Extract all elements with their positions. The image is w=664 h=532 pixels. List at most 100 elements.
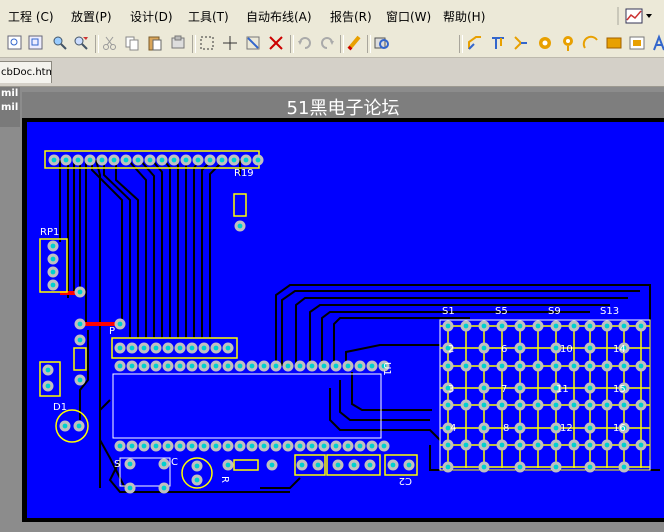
- label-k7: 7: [501, 384, 507, 395]
- pad-hole: [553, 425, 559, 431]
- zoom-filtered-icon[interactable]: [72, 34, 90, 52]
- pad-hole: [285, 443, 291, 449]
- pad-hole: [77, 321, 83, 327]
- pad-hole: [50, 256, 56, 262]
- board-title-bar: 51黑电子论坛: [22, 92, 664, 119]
- undo-icon[interactable]: [296, 34, 314, 52]
- label-r19: R19: [234, 168, 254, 179]
- deselect-icon[interactable]: [244, 34, 262, 52]
- zoom-fit-icon[interactable]: [6, 34, 24, 52]
- label-k8: 8: [503, 423, 509, 434]
- pad-hole: [571, 402, 577, 408]
- differential-pair-icon[interactable]: [512, 34, 530, 52]
- browse-components-icon[interactable]: [373, 34, 391, 52]
- zoom-selected-icon[interactable]: [51, 34, 69, 52]
- pad-hole: [499, 402, 505, 408]
- pad-hole: [123, 157, 129, 163]
- pad-hole: [189, 345, 195, 351]
- pad-hole: [213, 443, 219, 449]
- copy-icon[interactable]: [123, 34, 141, 52]
- pad-hole: [269, 462, 275, 468]
- pad-hole: [117, 345, 123, 351]
- pad-hole: [237, 443, 243, 449]
- select-area-icon[interactable]: [198, 34, 216, 52]
- menu-place[interactable]: 放置(P): [71, 10, 112, 24]
- fill-icon[interactable]: [605, 34, 623, 52]
- menu-autoroute[interactable]: 自动布线(A): [246, 10, 312, 24]
- label-s9: S9: [548, 306, 561, 317]
- redo-icon[interactable]: [318, 34, 336, 52]
- pad-hole: [213, 345, 219, 351]
- menu-reports[interactable]: 报告(R): [330, 10, 372, 24]
- zoom-area-icon[interactable]: [27, 34, 45, 52]
- pad-hole: [50, 282, 56, 288]
- pad-hole: [299, 462, 305, 468]
- label-r: R: [219, 476, 230, 483]
- label-k11: 11: [556, 384, 569, 395]
- pad-icon[interactable]: [536, 34, 554, 52]
- pad-hole: [445, 425, 451, 431]
- chart-dropdown-icon[interactable]: [616, 4, 664, 28]
- pad-hole: [553, 385, 559, 391]
- pad-hole: [390, 462, 396, 468]
- rubber-stamp-icon[interactable]: [169, 34, 187, 52]
- pad-hole: [111, 157, 117, 163]
- pad-hole: [604, 363, 610, 369]
- pad-hole: [255, 157, 261, 163]
- pad-hole: [621, 363, 627, 369]
- pad-hole: [351, 462, 357, 468]
- side-panel-line-1: mil: [1, 88, 19, 99]
- pad-hole: [357, 443, 363, 449]
- menu-project[interactable]: 工程 (C): [8, 10, 54, 24]
- polygon-pour-icon[interactable]: [628, 34, 646, 52]
- pad-hole: [321, 363, 327, 369]
- silkscreen-layer: [39, 150, 418, 489]
- pad-hole: [621, 385, 627, 391]
- menu-window[interactable]: 窗口(W): [386, 10, 432, 24]
- route-multiple-icon[interactable]: [489, 34, 507, 52]
- pad-hole: [231, 157, 237, 163]
- pad-hole: [177, 363, 183, 369]
- move-icon[interactable]: [221, 34, 239, 52]
- label-k10: 10: [560, 344, 573, 355]
- pad-hole: [297, 443, 303, 449]
- ic-outline: [112, 319, 651, 487]
- pad-hole: [587, 425, 593, 431]
- pad-hole: [153, 363, 159, 369]
- pad-hole: [77, 337, 83, 343]
- pad-hole: [333, 443, 339, 449]
- pad-hole: [249, 363, 255, 369]
- cut-icon[interactable]: [101, 34, 119, 52]
- string-icon[interactable]: [650, 34, 664, 52]
- pad-hole: [297, 363, 303, 369]
- pad-hole: [225, 363, 231, 369]
- menu-help[interactable]: 帮助(H): [443, 10, 486, 24]
- document-tab[interactable]: cbDoc.htm: [0, 61, 52, 83]
- pad-hole: [587, 402, 593, 408]
- pad-hole: [249, 443, 255, 449]
- menu-design[interactable]: 设计(D): [130, 10, 173, 24]
- label-u1: U1: [381, 362, 392, 376]
- label-c: C: [171, 457, 178, 468]
- pad-hole: [50, 269, 56, 275]
- via-icon[interactable]: [559, 34, 577, 52]
- pad-hole: [194, 463, 200, 469]
- route-interactive-icon[interactable]: [466, 34, 484, 52]
- pad-hole: [604, 442, 610, 448]
- paste-icon[interactable]: [146, 34, 164, 52]
- pad-hole: [445, 442, 451, 448]
- pad-hole: [621, 345, 627, 351]
- clear-filter-icon[interactable]: [267, 34, 285, 52]
- label-k14: 14: [613, 344, 626, 355]
- arc-icon[interactable]: [582, 34, 600, 52]
- pad-hole: [445, 363, 451, 369]
- pad-hole: [153, 443, 159, 449]
- menu-tools[interactable]: 工具(T): [188, 10, 229, 24]
- pad-hole: [621, 464, 627, 470]
- highlight-pen-icon[interactable]: [345, 34, 363, 52]
- pad-hole: [553, 464, 559, 470]
- label-k2: 2: [448, 344, 454, 355]
- label-s13: S13: [600, 306, 619, 317]
- side-panel[interactable]: mil mil: [0, 87, 20, 127]
